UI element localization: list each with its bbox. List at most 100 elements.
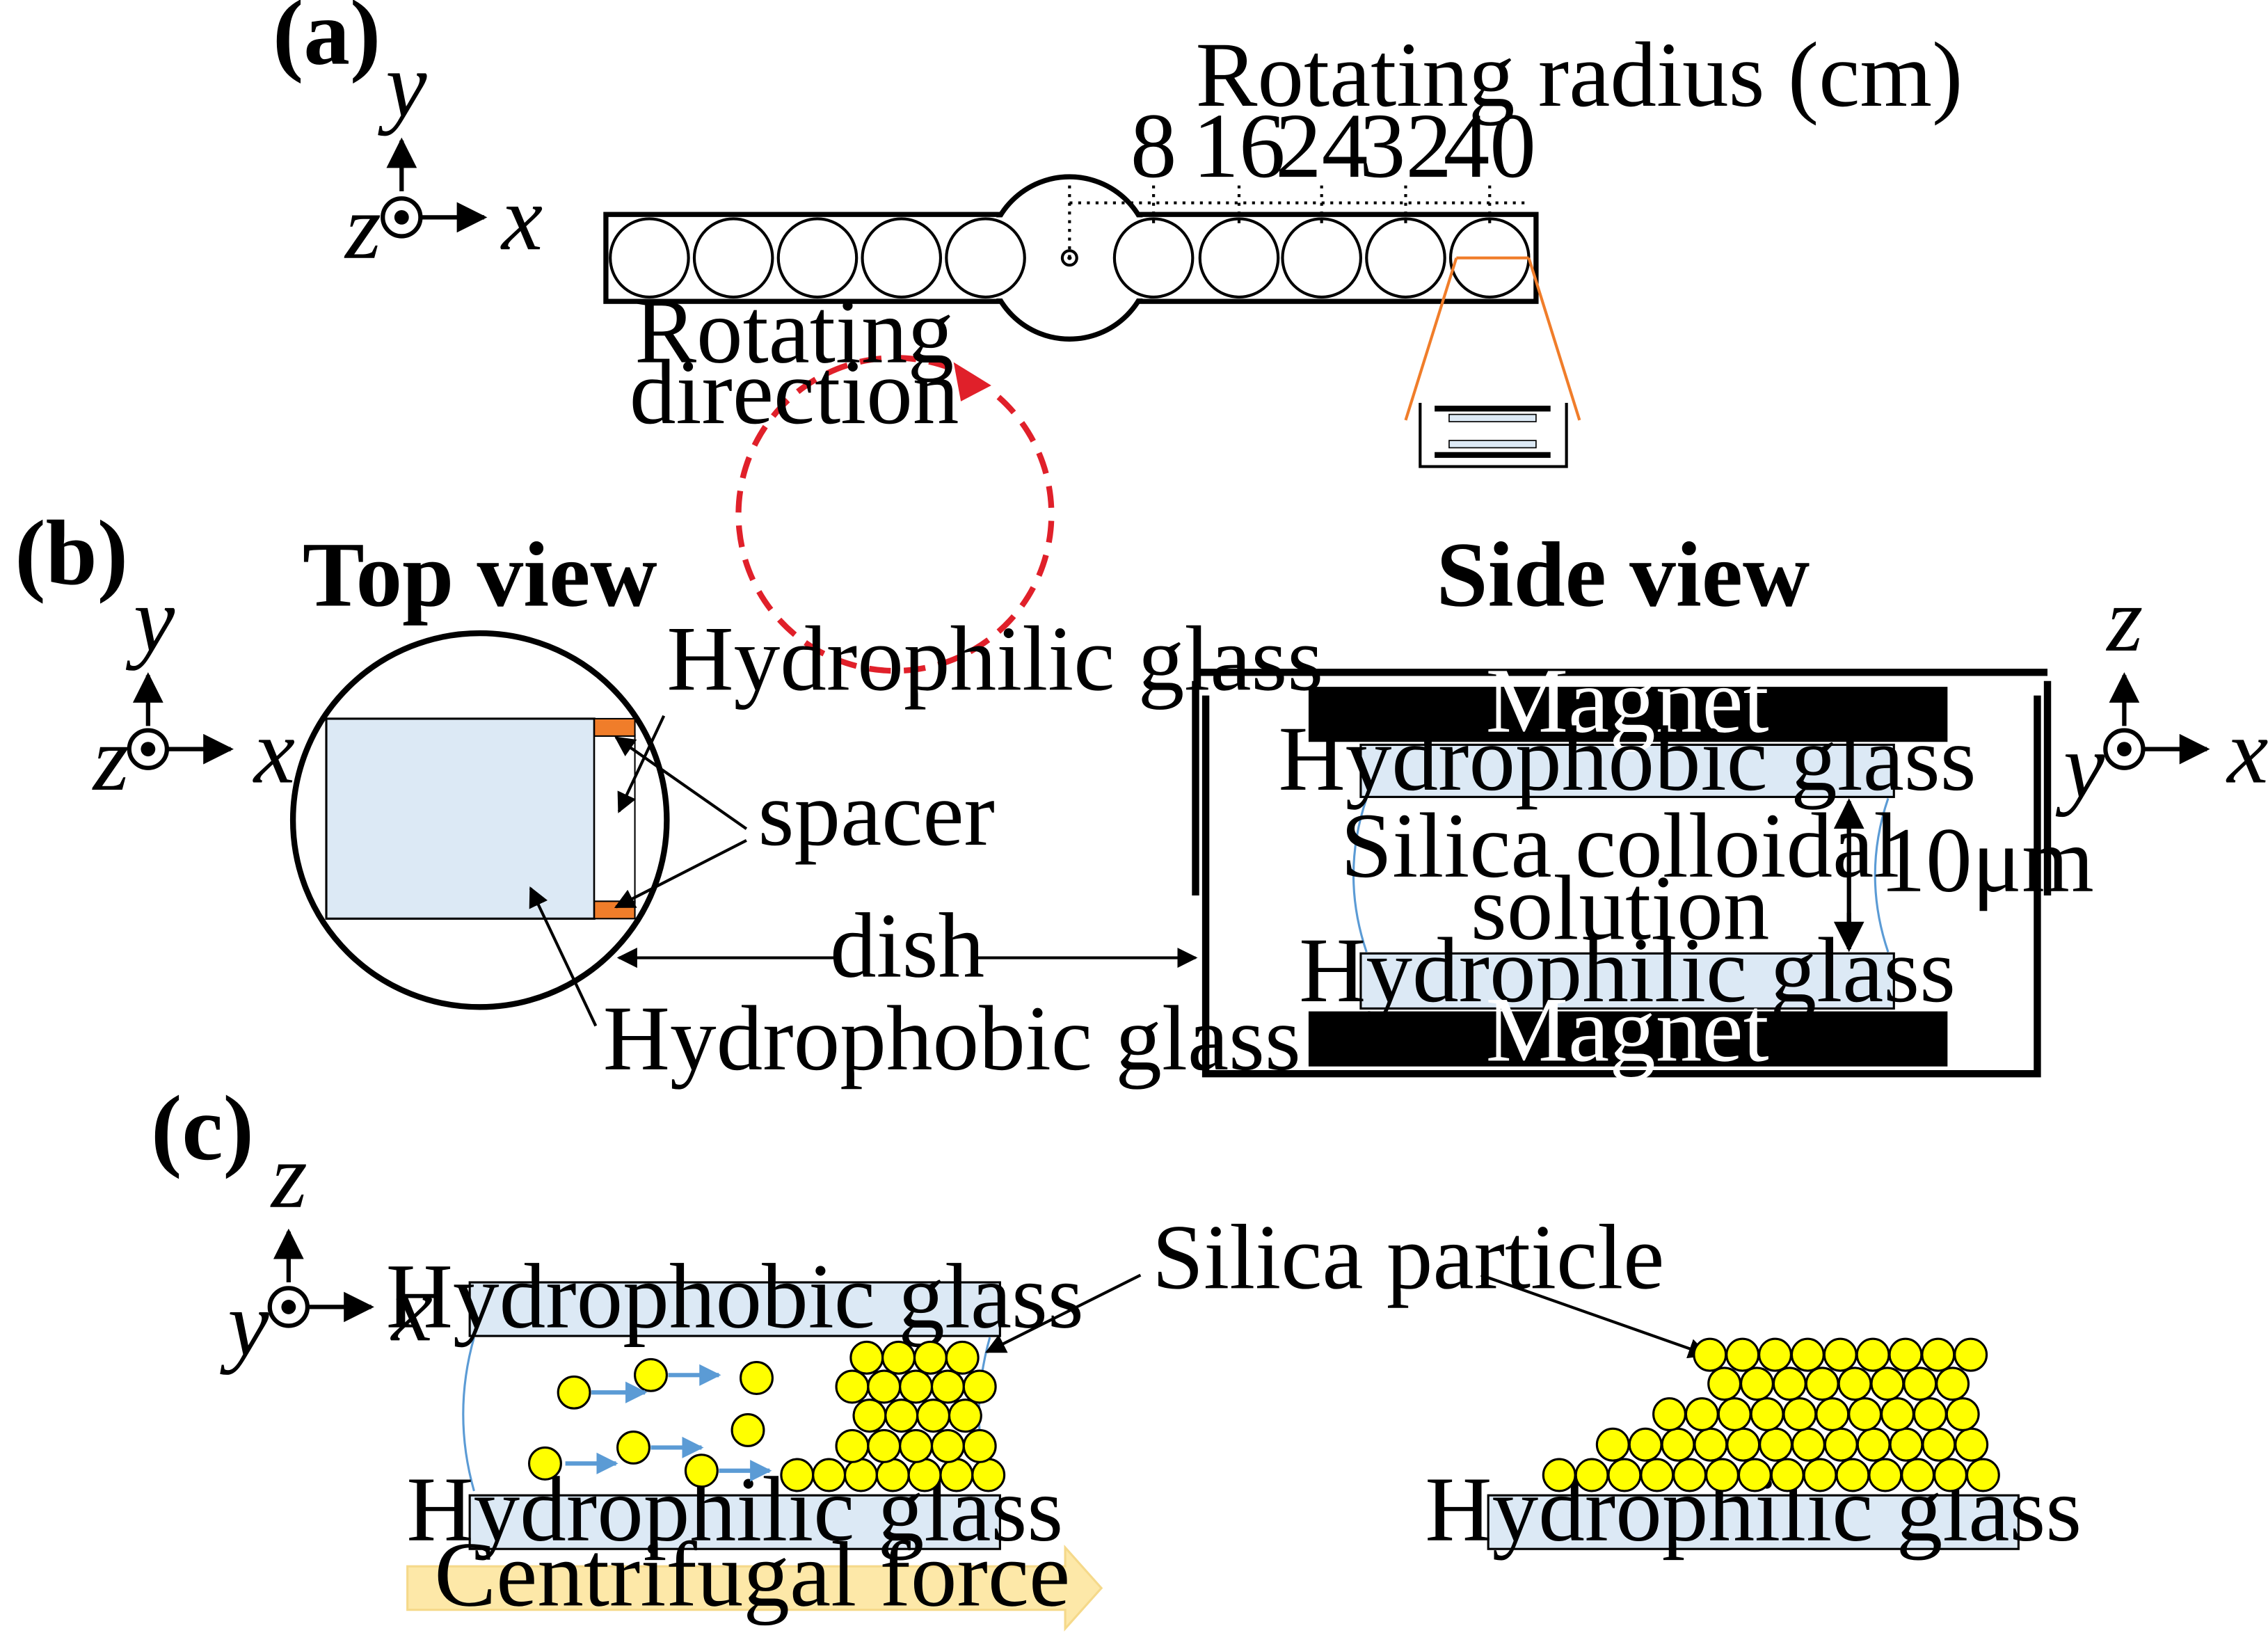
silica-particle xyxy=(835,1428,870,1463)
left-hydrophobic-label: Hydrophobic glass xyxy=(386,1245,1084,1348)
axis-y-label: y xyxy=(2055,714,2105,817)
side-hydrophobic-label: Hydrophobic glass xyxy=(1279,707,1976,810)
silica-particle xyxy=(1740,1367,1774,1401)
silica-particle xyxy=(1912,1397,1947,1432)
silica-particle xyxy=(812,1458,847,1492)
silica-particle xyxy=(1574,1458,1609,1492)
axis-z-label: z xyxy=(270,1124,308,1227)
silica-particle xyxy=(1880,1397,1915,1432)
silica-particle xyxy=(616,1430,650,1465)
silica-particle xyxy=(1595,1427,1630,1462)
rotating-direction-line1: Rotating xyxy=(634,280,954,383)
silica-particle xyxy=(1965,1458,2000,1492)
silica-particle xyxy=(684,1453,719,1488)
radius-tick-32: 32 xyxy=(1359,94,1452,197)
silica-particle xyxy=(1921,1337,1956,1372)
axis-x-label: x xyxy=(2226,700,2268,803)
silica-particle xyxy=(1693,1337,1727,1372)
axis-a: y x z xyxy=(344,33,543,278)
panel-label-a: (a) xyxy=(273,0,381,84)
silica-particle xyxy=(867,1369,902,1404)
silica-particle xyxy=(1901,1458,1935,1492)
top-view-title: Top view xyxy=(303,523,657,626)
silica-particle xyxy=(948,1399,982,1433)
zoom-inset xyxy=(1404,256,1581,468)
silica-particle xyxy=(875,1458,910,1492)
axis-x-label: x xyxy=(253,700,295,803)
silica-particle xyxy=(1672,1458,1707,1492)
silica-particle xyxy=(945,1340,980,1375)
silica-particle xyxy=(1954,1337,1988,1372)
radius-tick-24: 24 xyxy=(1275,94,1368,197)
silica-particle xyxy=(1758,1337,1792,1372)
side-view-dish xyxy=(1192,669,2052,1078)
axis-y-label: y xyxy=(377,33,427,136)
top-hydrophobic-label: Hydrophobic glass xyxy=(603,987,1301,1090)
silica-particle xyxy=(1759,1427,1794,1462)
silica-particle xyxy=(1848,1397,1883,1432)
silica-particle xyxy=(1652,1397,1686,1432)
centrifugal-force-label: Centrifugal force xyxy=(434,1522,1070,1625)
silica-particle xyxy=(1823,1427,1858,1462)
silica-particle xyxy=(939,1458,974,1492)
top-view-dish xyxy=(289,630,670,1010)
radius-tick-8: 8 xyxy=(1131,94,1177,197)
silica-particle xyxy=(849,1340,884,1375)
silica-particle xyxy=(1837,1367,1872,1401)
silica-particle xyxy=(1726,1427,1761,1462)
silica-particle xyxy=(867,1428,902,1463)
radius-title: Rotating radius (cm) xyxy=(1196,23,1963,126)
silica-particle xyxy=(1856,1427,1891,1462)
silica-particle xyxy=(1782,1397,1817,1432)
silica-particle xyxy=(1903,1367,1938,1401)
magnet-top-label: Magnet xyxy=(1486,649,1769,752)
silica-particle xyxy=(1770,1458,1805,1492)
right-cell xyxy=(1487,1494,2020,1550)
silica-particle xyxy=(1945,1397,1980,1432)
silica-particle xyxy=(1815,1397,1850,1432)
axis-x-label: x xyxy=(500,166,543,269)
side-hydrophilic-label: Hydrophilic glass xyxy=(1299,918,1956,1021)
silica-particle xyxy=(1868,1458,1903,1492)
axis-y-label: y xyxy=(219,1272,269,1375)
panel-a: (a) y x z Rotating radius (cm) 8 16 24 3… xyxy=(273,0,1963,674)
silica-particle xyxy=(1772,1367,1807,1401)
axis-b-top: y x z xyxy=(92,568,295,810)
axis-z-label: z xyxy=(92,707,129,810)
silica-particle xyxy=(962,1369,997,1404)
silica-particle xyxy=(1889,1427,1924,1462)
silica-particle xyxy=(1750,1397,1784,1432)
radius-guides xyxy=(1068,185,1529,258)
centrifugal-force-arrow xyxy=(406,1545,1103,1632)
right-particles xyxy=(1542,1337,2000,1492)
silica-particle xyxy=(1542,1458,1576,1492)
magnet-bottom-label: Magnet xyxy=(1486,978,1769,1081)
axis-c: z x y xyxy=(219,1124,432,1375)
silica-particle xyxy=(1855,1337,1890,1372)
silica-particle xyxy=(1922,1427,1956,1462)
silica-particle xyxy=(1791,1427,1826,1462)
silica-particle xyxy=(1803,1458,1837,1492)
silica-particle xyxy=(740,1361,774,1395)
flow-arrows xyxy=(565,1364,772,1482)
silica-particle xyxy=(1888,1337,1923,1372)
silica-particle xyxy=(930,1428,965,1463)
silica-particle xyxy=(1661,1427,1695,1462)
silica-particle xyxy=(843,1458,878,1492)
silica-particle xyxy=(1707,1367,1742,1401)
silica-particle xyxy=(1933,1458,1967,1492)
silica-particle xyxy=(730,1412,765,1447)
solution-label-line2: solution xyxy=(1471,856,1769,959)
panel-label-c: (c) xyxy=(151,1076,254,1179)
spacer-label: spacer xyxy=(758,762,995,865)
panel-b: (b) Top view Side view y x z Hydrophilic… xyxy=(15,501,2268,1090)
silica-particle xyxy=(1684,1397,1719,1432)
axis-z-label: z xyxy=(344,175,381,278)
silica-particle xyxy=(971,1458,1006,1492)
silica-particle xyxy=(1805,1367,1839,1401)
silica-particle xyxy=(1607,1458,1642,1492)
silica-particle xyxy=(1935,1367,1970,1401)
panel-c: (c) z x y Hydrophobic glass Hydrophilic … xyxy=(151,1076,2082,1632)
silica-particle xyxy=(1823,1337,1858,1372)
